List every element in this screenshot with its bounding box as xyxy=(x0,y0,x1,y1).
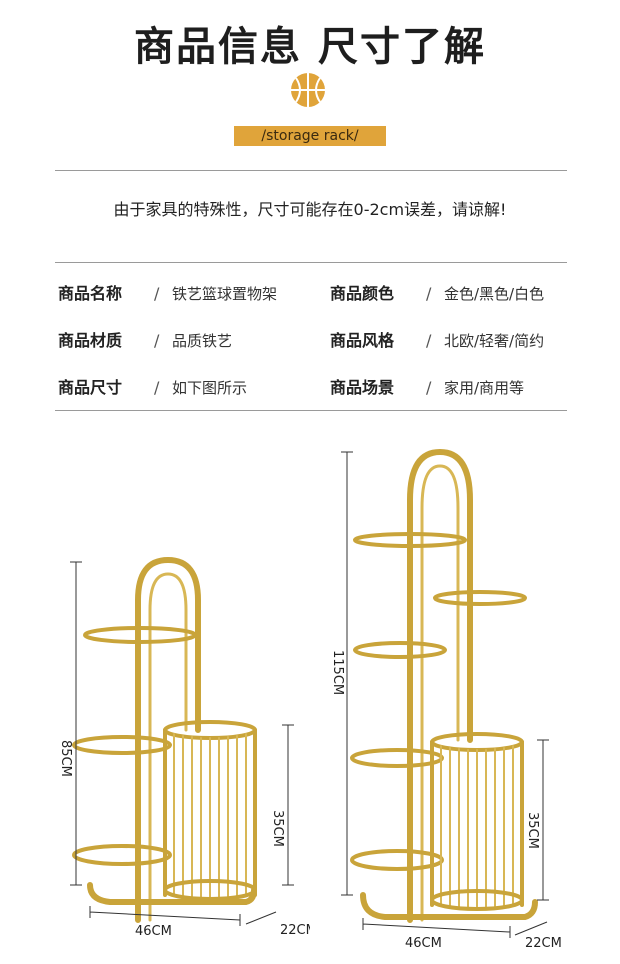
size-error-notice: 由于家具的特殊性，尺寸可能存在0-2cm误差，请谅解! xyxy=(113,200,507,219)
spec-value: 品质铁艺 xyxy=(172,332,233,350)
spec-separator: / xyxy=(154,331,160,350)
spec-product-scene: 商品场景 / 家用/商用等 xyxy=(330,374,524,398)
specs-top-divider xyxy=(55,262,567,263)
basketball-icon xyxy=(291,73,325,107)
large-basket-height-label: 35CM xyxy=(525,812,540,849)
spec-product-style: 商品风格 / 北欧/轻奢/简约 xyxy=(330,327,544,351)
spec-label: 商品材质 xyxy=(58,331,123,350)
small-basket-height-label: 35CM xyxy=(270,810,285,847)
page-title: 商品信息 尺寸了解 xyxy=(134,24,486,70)
spec-separator: / xyxy=(426,331,432,350)
spec-product-material: 商品材质 / 品质铁艺 xyxy=(58,327,232,351)
small-depth-label: 22CM xyxy=(280,923,310,938)
spec-product-size: 商品尺寸 / 如下图所示 xyxy=(58,374,247,398)
large-width-label: 46CM xyxy=(405,936,442,951)
spec-label: 商品风格 xyxy=(330,331,395,350)
spec-separator: / xyxy=(426,378,432,397)
spec-label: 商品场景 xyxy=(330,378,395,397)
spec-label: 商品名称 xyxy=(58,284,123,303)
large-depth-label: 22CM xyxy=(525,936,562,951)
spec-value: 北欧/轻奢/简约 xyxy=(444,332,545,350)
spec-separator: / xyxy=(154,284,160,303)
spec-value: 铁艺篮球置物架 xyxy=(172,285,278,303)
spec-product-color: 商品颜色 / 金色/黑色/白色 xyxy=(330,280,544,304)
spec-value: 如下图所示 xyxy=(172,379,248,397)
spec-value: 家用/商用等 xyxy=(444,379,525,397)
spec-product-name: 商品名称 / 铁艺篮球置物架 xyxy=(58,280,277,304)
small-width-label: 46CM xyxy=(135,924,172,939)
small-rack-illustration: 85CM 35CM 46CM 22CM xyxy=(58,556,310,939)
storage-rack-tagline: /storage rack/ xyxy=(234,126,386,146)
spec-separator: / xyxy=(154,378,160,397)
spec-value: 金色/黑色/白色 xyxy=(444,285,545,303)
spec-separator: / xyxy=(426,284,432,303)
large-height-label: 115CM xyxy=(330,650,345,695)
specs-bottom-divider xyxy=(55,410,567,411)
large-rack-illustration: 115CM 35CM 46CM 22CM xyxy=(330,448,562,951)
spec-label: 商品尺寸 xyxy=(58,378,123,397)
header-divider xyxy=(55,170,567,171)
spec-label: 商品颜色 xyxy=(330,284,395,303)
small-height-label: 85CM xyxy=(58,740,73,777)
